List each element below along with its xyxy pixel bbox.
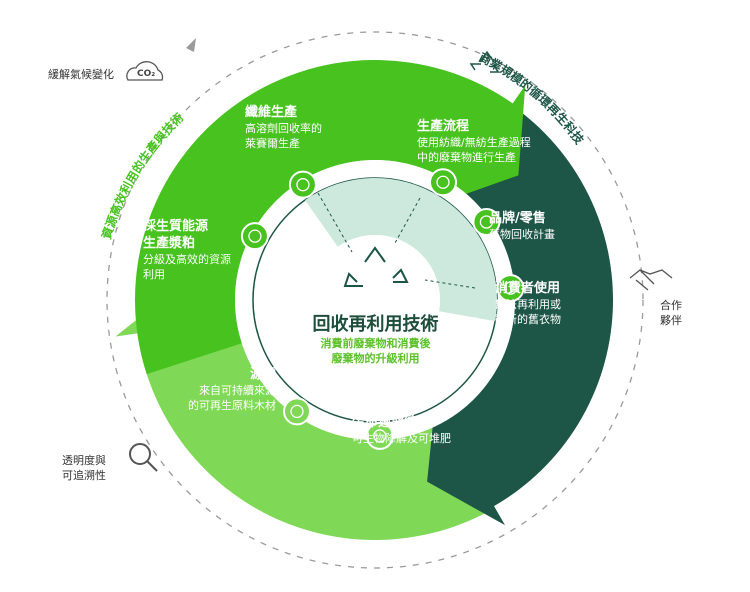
transparency-line1: 透明度與: [62, 454, 106, 467]
stage-biomass: 採生質能源 生產漿粕 分級及高效的資源 利用: [143, 218, 231, 282]
stage-biomass-title1: 採生質能源: [143, 219, 209, 234]
partners-label: 合作 夥伴: [660, 298, 682, 328]
stage-brand-desc1: 舊物回收計畫: [489, 228, 555, 241]
stage-consumer-desc2: 翻新的舊衣物: [495, 313, 561, 326]
resource-efficiency-band: [134, 59, 526, 375]
recycle-small-icon: [469, 50, 500, 73]
stage-process: 生產流程 使用紡織/無紡生產過程 中的廢棄物進行生產: [417, 118, 531, 165]
climate-label: 緩解氣候變化: [48, 68, 114, 81]
trees-node-icon: [282, 397, 311, 426]
waste-sector: [305, 178, 497, 322]
center-disc: [310, 235, 440, 365]
stage-source-desc2: 的可再生原料木材: [188, 399, 276, 412]
flow-arrow-2: [394, 197, 421, 244]
cart-node-icon: [472, 207, 501, 236]
center-subtitle-2: 廢棄物的升級利用: [331, 352, 420, 365]
stage-process-desc2: 中的廢棄物進行生產: [417, 151, 516, 164]
center-subtitle: 消費前廢棄物和消費後 廢棄物的升級利用: [288, 336, 463, 366]
flow-arrow-1: [317, 192, 353, 253]
stage-eol-desc1: 可生物降解及可堆肥: [352, 432, 451, 445]
stage-source: 源頭 來自可持續來源 的可再生原料木材: [180, 366, 276, 413]
process-node-icon: [429, 168, 457, 197]
recycle-icon: [343, 246, 409, 287]
center-subtitle-1: 消費前廢棄物和消費後: [320, 337, 431, 350]
stage-process-desc1: 使用紡織/無紡生產過程: [417, 136, 531, 149]
stage-eol-title: 生命週期結束: [352, 415, 431, 430]
pulp-node-icon: [240, 222, 269, 251]
partners-line1: 合作: [660, 299, 682, 312]
transparency-label: 透明度與 可追溯性: [62, 453, 106, 483]
flow-arrow-3: [424, 279, 476, 289]
stage-fiber-desc2: 萊賽爾生產: [245, 137, 300, 150]
co2-label: CO₂: [137, 69, 155, 79]
magnifier-icon: [129, 443, 158, 472]
stage-fiber-desc1: 高溶劑回收率的: [245, 122, 322, 135]
stage-brand-title: 品牌/零售: [489, 211, 546, 226]
stage-source-title: 源頭: [249, 367, 276, 382]
commercial-circular-band: [427, 105, 614, 526]
stage-fiber: 纖維生產 高溶劑回收率的 萊賽爾生產: [245, 104, 322, 151]
stage-consumer: 消費者使用 無法再利用或 翻新的舊衣物: [495, 280, 561, 327]
stage-end-of-life: 生命週期結束 可生物降解及可堆肥: [352, 414, 451, 446]
fiber-node-icon: [288, 170, 317, 199]
stage-brand: 品牌/零售 舊物回收計畫: [489, 210, 555, 242]
stage-biomass-title2: 生產漿粕: [143, 236, 196, 251]
outer-dashed-ring: [106, 31, 644, 569]
partners-line2: 夥伴: [660, 314, 682, 327]
stage-consumer-title: 消費者使用: [495, 281, 561, 296]
shirt-node-icon: [496, 274, 525, 303]
stage-process-title: 生產流程: [417, 119, 470, 134]
cycle-arrow-icon: [305, 495, 319, 513]
dashed-arrowhead: [186, 38, 196, 52]
stage-biomass-desc2: 利用: [143, 268, 165, 281]
compost-node-icon: [365, 421, 394, 450]
stage-biomass-desc1: 分級及高效的資源: [143, 253, 231, 266]
stage-consumer-desc1: 無法再利用或: [495, 298, 561, 311]
center-title: 回收再利用技術: [312, 314, 439, 335]
transparency-line2: 可追溯性: [62, 469, 106, 482]
stage-fiber-title: 纖維生產: [245, 105, 298, 120]
natural-cycle-label: 自然循環: [320, 507, 364, 520]
stage-source-desc1: 來自可持續來源: [199, 384, 276, 397]
handshake-icon: [629, 269, 673, 291]
cloud-co2-icon: [126, 61, 164, 81]
